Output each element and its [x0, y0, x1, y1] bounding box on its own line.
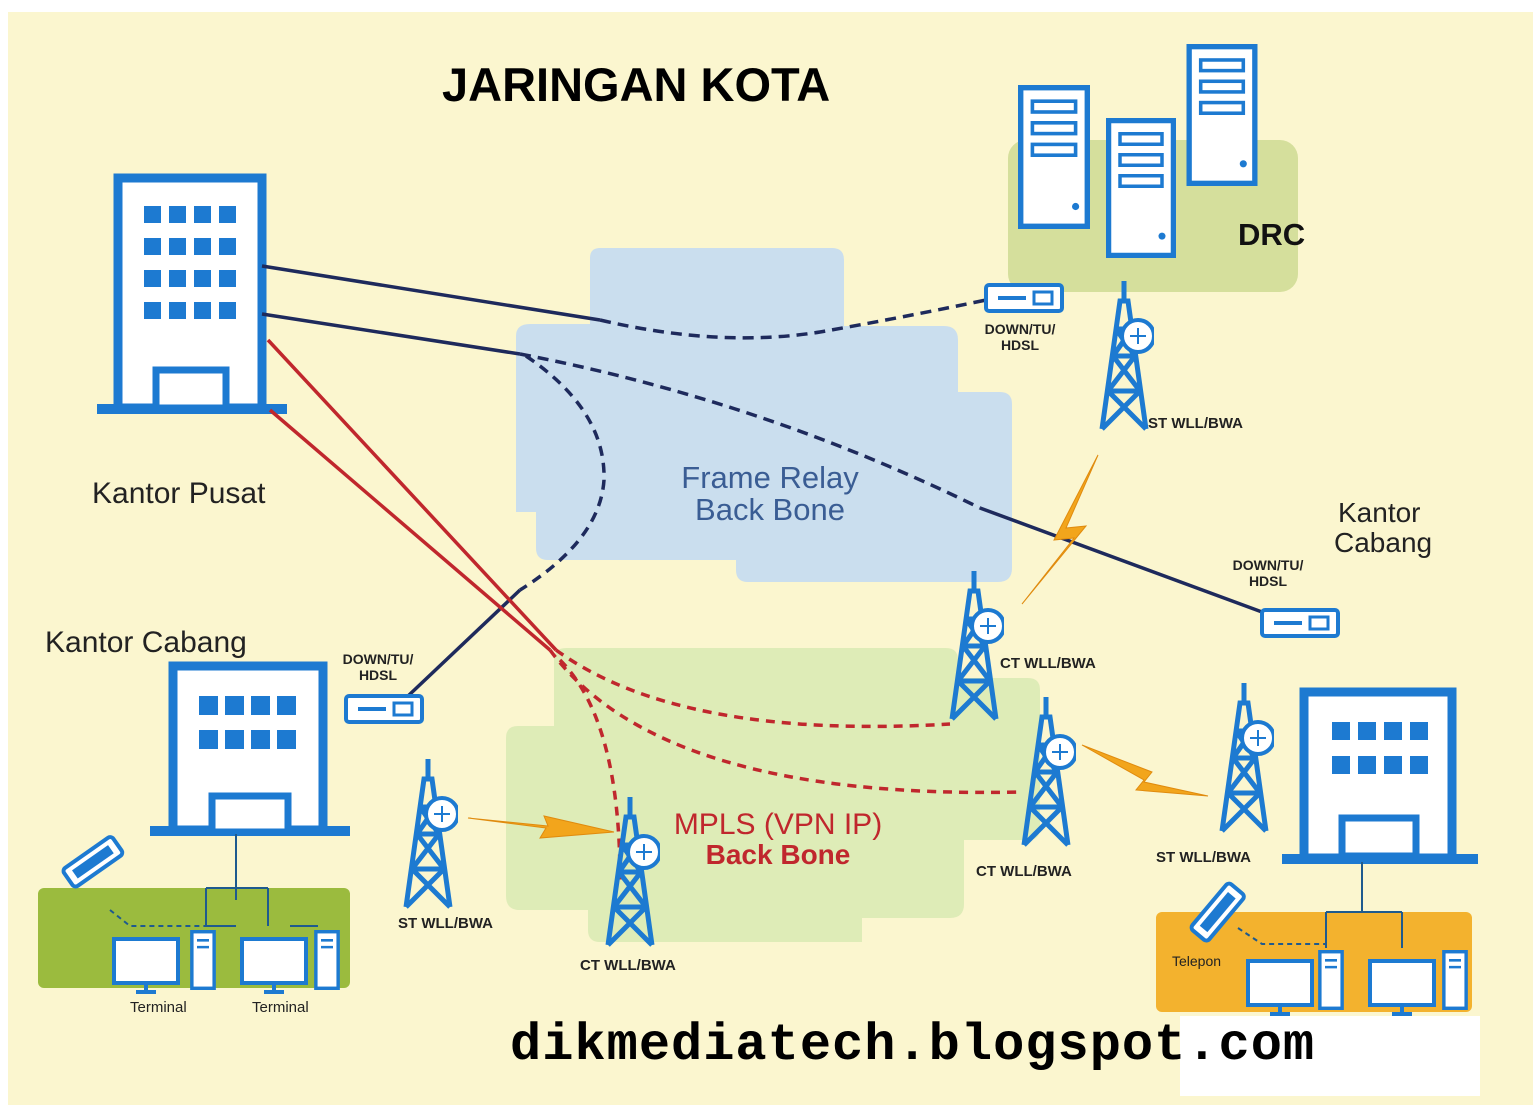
terminal-2-label: Terminal [252, 999, 309, 1016]
telepon-label: Telepon [1172, 953, 1221, 969]
mpls-label-line2: Back Bone [706, 839, 851, 870]
mpls-cloud [506, 648, 1040, 942]
modem-left [346, 696, 422, 722]
frame-relay-label-line1: Frame Relay [681, 460, 859, 495]
terminal-1-monitor-icon [114, 939, 178, 992]
terminal-4-cpu-icon [1444, 952, 1466, 1009]
frame-relay-label-line2: Back Bone [695, 492, 845, 527]
kantor-cabang-left-building [150, 666, 350, 836]
modem-drc [986, 285, 1062, 311]
terminal-2-monitor-icon [242, 939, 306, 992]
watermark-text: dikmediatech.blogspot.com [510, 1016, 1315, 1075]
modem-drc-label-line2: HDSL [1001, 337, 1040, 353]
terminal-2-cpu-icon [316, 932, 338, 989]
modem-left-label-line2: HDSL [359, 667, 398, 683]
kantor-pusat-building [97, 178, 287, 414]
tower-center-lower-label: CT WLL/BWA [976, 863, 1072, 880]
terminal-4-monitor-icon [1370, 961, 1434, 1014]
terminal-3-cpu-icon [1320, 952, 1342, 1009]
modem-right-label-line2: HDSL [1249, 573, 1288, 589]
kantor-cabang-left-label: Kantor Cabang [45, 626, 247, 659]
tower-drc-label: ST WLL/BWA [1148, 415, 1243, 432]
terminal-3-monitor-icon [1248, 961, 1312, 1014]
modem-left-label-line1: DOWN/TU/ [343, 651, 414, 667]
kantor-cabang-right-label-line1: Kantor [1338, 497, 1421, 528]
diagram-title: JARINGAN KOTA [442, 58, 830, 111]
tower-left-label: ST WLL/BWA [398, 915, 493, 932]
kantor-pusat-label: Kantor Pusat [92, 477, 266, 510]
terminal-1-label: Terminal [130, 999, 187, 1016]
modem-right-label-line1: DOWN/TU/ [1233, 557, 1304, 573]
modem-drc-label-line1: DOWN/TU/ [985, 321, 1056, 337]
drc-label: DRC [1238, 217, 1305, 252]
kantor-cabang-right-building [1282, 692, 1478, 864]
modem-right [1262, 610, 1338, 636]
kantor-cabang-right-label-line2: Cabang [1334, 527, 1432, 558]
terminal-1-cpu-icon [192, 932, 214, 989]
tower-mid-bottom-label: CT WLL/BWA [580, 957, 676, 974]
mpls-label-line1: MPLS (VPN IP) [674, 808, 882, 841]
tower-right-label: ST WLL/BWA [1156, 849, 1251, 866]
tower-center-upper-label: CT WLL/BWA [1000, 655, 1096, 672]
